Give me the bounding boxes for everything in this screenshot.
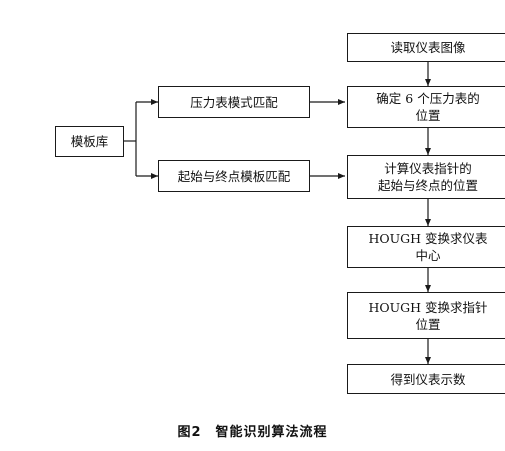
node-get-reading: 得到仪表示数 <box>347 364 505 394</box>
node-template-library: 模板库 <box>55 126 124 157</box>
node-hough-center: HOUGH 变换求仪表 中心 <box>347 226 505 268</box>
node-hough-pointer: HOUGH 变换求指针 位置 <box>347 292 505 339</box>
node-calc-pointer-positions: 计算仪表指针的 起始与终点的位置 <box>347 155 505 199</box>
node-read-meter-image: 读取仪表图像 <box>347 33 505 62</box>
figure-caption: 图2 智能识别算法流程 <box>177 425 328 440</box>
node-gauge-pattern-match: 压力表模式匹配 <box>158 86 310 118</box>
node-locate-gauges: 确定 6 个压力表的 位置 <box>347 86 505 128</box>
node-start-end-template-match: 起始与终点模板匹配 <box>158 160 310 192</box>
